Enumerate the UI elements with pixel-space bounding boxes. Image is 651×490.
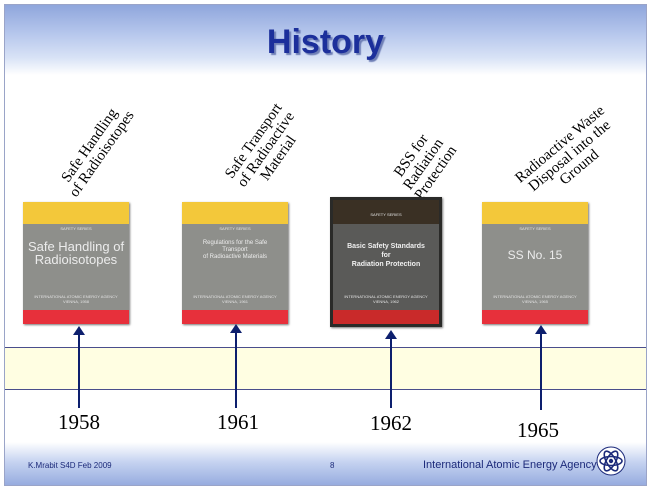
- cover-title: SS No. 15: [507, 248, 563, 262]
- slide-title: History: [266, 23, 385, 61]
- cover-series: SAFETY SERIES: [519, 226, 551, 231]
- year-label: 1958: [58, 410, 100, 434]
- footer-author: K.Mrabit S4D Feb 2009: [28, 461, 112, 470]
- book-cover-2: SAFETY SERIES Regulations for the Safe T…: [182, 202, 288, 324]
- arrow-up-icon: [230, 324, 242, 408]
- item-label-2: Safe Transport of Radioactive Material: [222, 100, 300, 191]
- year-label: 1965: [517, 418, 559, 442]
- timeline-band: [5, 347, 646, 390]
- cover-publisher: INTERNATIONAL ATOMIC ENERGY AGENCY VIENN…: [34, 294, 118, 304]
- book-cover-3: SAFETY SERIES Basic Safety Standards for…: [330, 197, 442, 327]
- arrow-up-icon: [385, 330, 397, 408]
- cover-series: SAFETY SERIES: [60, 226, 92, 231]
- footer-agency: International Atomic Energy Agency: [423, 459, 597, 471]
- iaea-atom-logo-icon: [596, 446, 626, 476]
- cover-publisher: INTERNATIONAL ATOMIC ENERGY AGENCY VIENN…: [493, 294, 577, 304]
- footer-band: [5, 442, 646, 485]
- cover-title: Regulations for the Safe Transport of Ra…: [202, 240, 268, 260]
- cover-publisher: INTERNATIONAL ATOMIC ENERGY AGENCY VIENN…: [344, 294, 428, 304]
- item-label-4: Radioactive Waste Disposal into the Grou…: [512, 102, 614, 195]
- title-band: [5, 5, 646, 75]
- arrow-up-icon: [73, 326, 85, 408]
- book-cover-4: SAFETY SERIES SS No. 15 INTERNATIONAL AT…: [482, 202, 588, 324]
- year-label: 1961: [217, 410, 259, 434]
- arrow-up-icon: [535, 325, 547, 410]
- year-label: 1962: [370, 411, 412, 435]
- item-label-3: BSS for Radiation Protection: [391, 131, 461, 203]
- cover-title: Safe Handling of Radioisotopes: [27, 239, 125, 267]
- page-number: 8: [330, 461, 335, 470]
- book-cover-1: SAFETY SERIES Safe Handling of Radioisot…: [23, 202, 129, 324]
- cover-title: Basic Safety Standards for Radiation Pro…: [347, 243, 425, 268]
- cover-series: SAFETY SERIES: [370, 212, 402, 217]
- cover-publisher: INTERNATIONAL ATOMIC ENERGY AGENCY VIENN…: [193, 294, 277, 304]
- item-label-1: Safe Handling of Radioisotopes: [58, 105, 138, 201]
- slide: History Safe Handling of Radioisotopes S…: [4, 4, 647, 486]
- cover-series: SAFETY SERIES: [219, 226, 251, 231]
